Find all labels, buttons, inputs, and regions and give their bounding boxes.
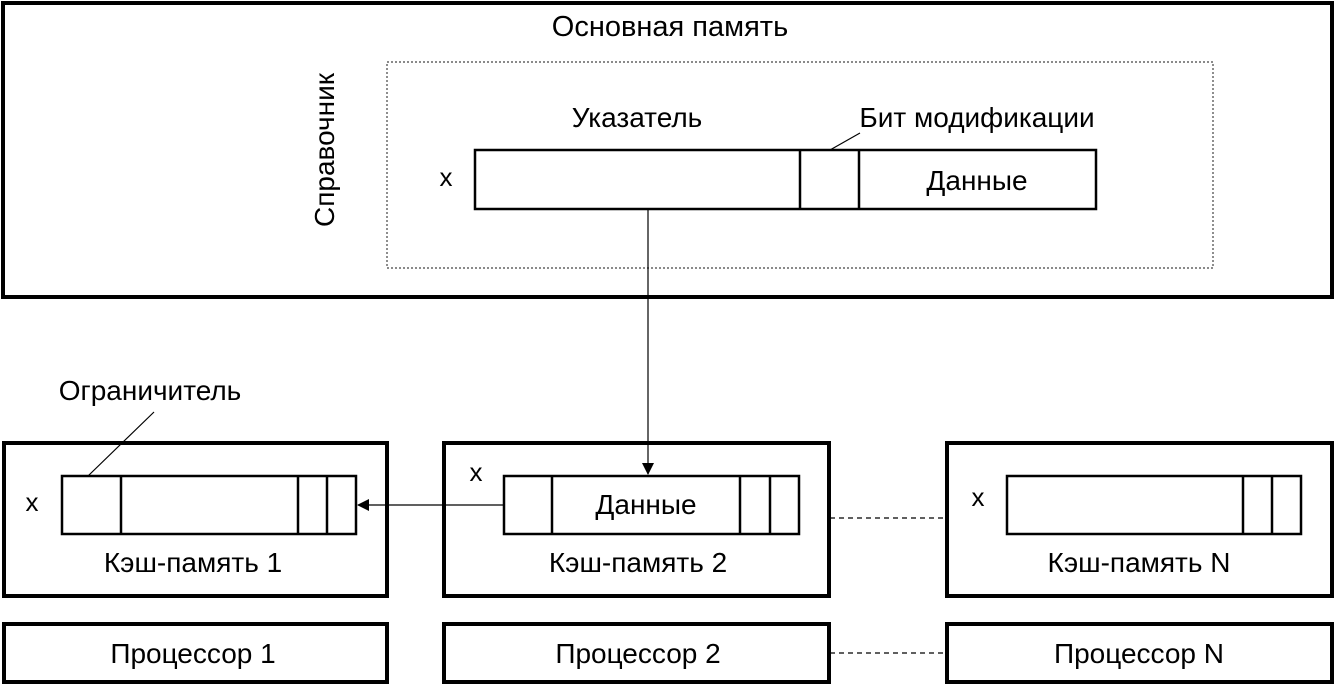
directory-row-label: x: [440, 162, 453, 192]
main-memory-block: Основная память: [1, 1, 1334, 299]
cache-2-label: Кэш-память 2: [549, 547, 727, 578]
directory-block: Справочник Указатель Бит модификации x Д…: [309, 61, 1214, 269]
directory-entry: Данные: [473, 148, 1098, 211]
cache-2-data-label: Данные: [595, 489, 696, 520]
processor-n-label: Процессор N: [1054, 638, 1224, 669]
modified-bit-label: Бит модификации: [859, 102, 1094, 133]
limiter-label: Ограничитель: [59, 375, 242, 406]
cache-n-label: Кэш-память N: [1048, 547, 1231, 578]
modified-bit-pointer-line: [829, 132, 861, 151]
cache-2-row-label: x: [470, 457, 483, 487]
cache-block-2: x Данные Кэш-память 2: [442, 441, 831, 598]
cache-1-row-label: x: [26, 487, 39, 517]
cache-block-1: x Кэш-память 1: [2, 441, 389, 598]
directory-data-label: Данные: [926, 165, 1027, 196]
processor-2-label: Процессор 2: [555, 638, 720, 669]
cache-block-n: x Кэш-память N: [945, 441, 1334, 598]
processor-block-1: Процессор 1: [2, 622, 389, 684]
main-memory-title: Основная память: [552, 11, 788, 43]
processor-1-label: Процессор 1: [110, 638, 275, 669]
directory-title: Справочник: [309, 72, 340, 227]
processor-block-2: Процессор 2: [442, 622, 831, 684]
pointer-label: Указатель: [572, 102, 703, 133]
processor-block-n: Процессор N: [945, 622, 1334, 684]
cache-2-entry: Данные: [502, 474, 801, 536]
cache-1-label: Кэш-память 1: [104, 547, 282, 578]
cache-n-row-label: x: [972, 482, 985, 512]
cache-n-entry: [1005, 474, 1303, 536]
cache-1-entry: [60, 474, 358, 536]
